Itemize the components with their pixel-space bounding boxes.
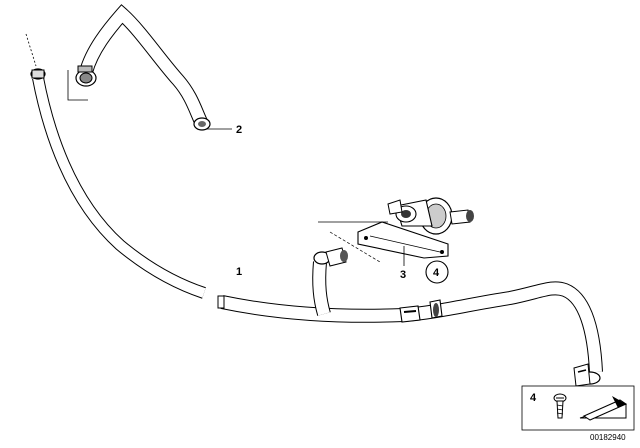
direction-arrow-icon xyxy=(579,396,628,421)
hose-clamp-top-right xyxy=(193,117,211,131)
hose-right-main[interactable] xyxy=(217,261,603,373)
hose-top[interactable] xyxy=(67,4,211,131)
hose-clamp-top-left xyxy=(75,65,97,87)
legend-item-number: 4 xyxy=(530,392,537,404)
hose-clamp-bottom-right xyxy=(573,363,601,387)
callout-3[interactable]: 3 xyxy=(400,269,406,281)
screw-icon xyxy=(553,393,567,419)
hose-left-long[interactable] xyxy=(25,33,206,299)
hose-connector-middle xyxy=(399,299,443,323)
callout-4-circle[interactable] xyxy=(425,260,449,284)
callout-2[interactable]: 2 xyxy=(236,124,242,136)
callout-4-circled[interactable]: 4 xyxy=(433,267,440,279)
callout-1[interactable]: 1 xyxy=(236,266,242,278)
branch-clamp xyxy=(313,247,348,267)
legend-box: 4 xyxy=(521,385,635,431)
document-number: 00182940 xyxy=(590,433,626,442)
valve-part-3[interactable] xyxy=(318,197,474,263)
